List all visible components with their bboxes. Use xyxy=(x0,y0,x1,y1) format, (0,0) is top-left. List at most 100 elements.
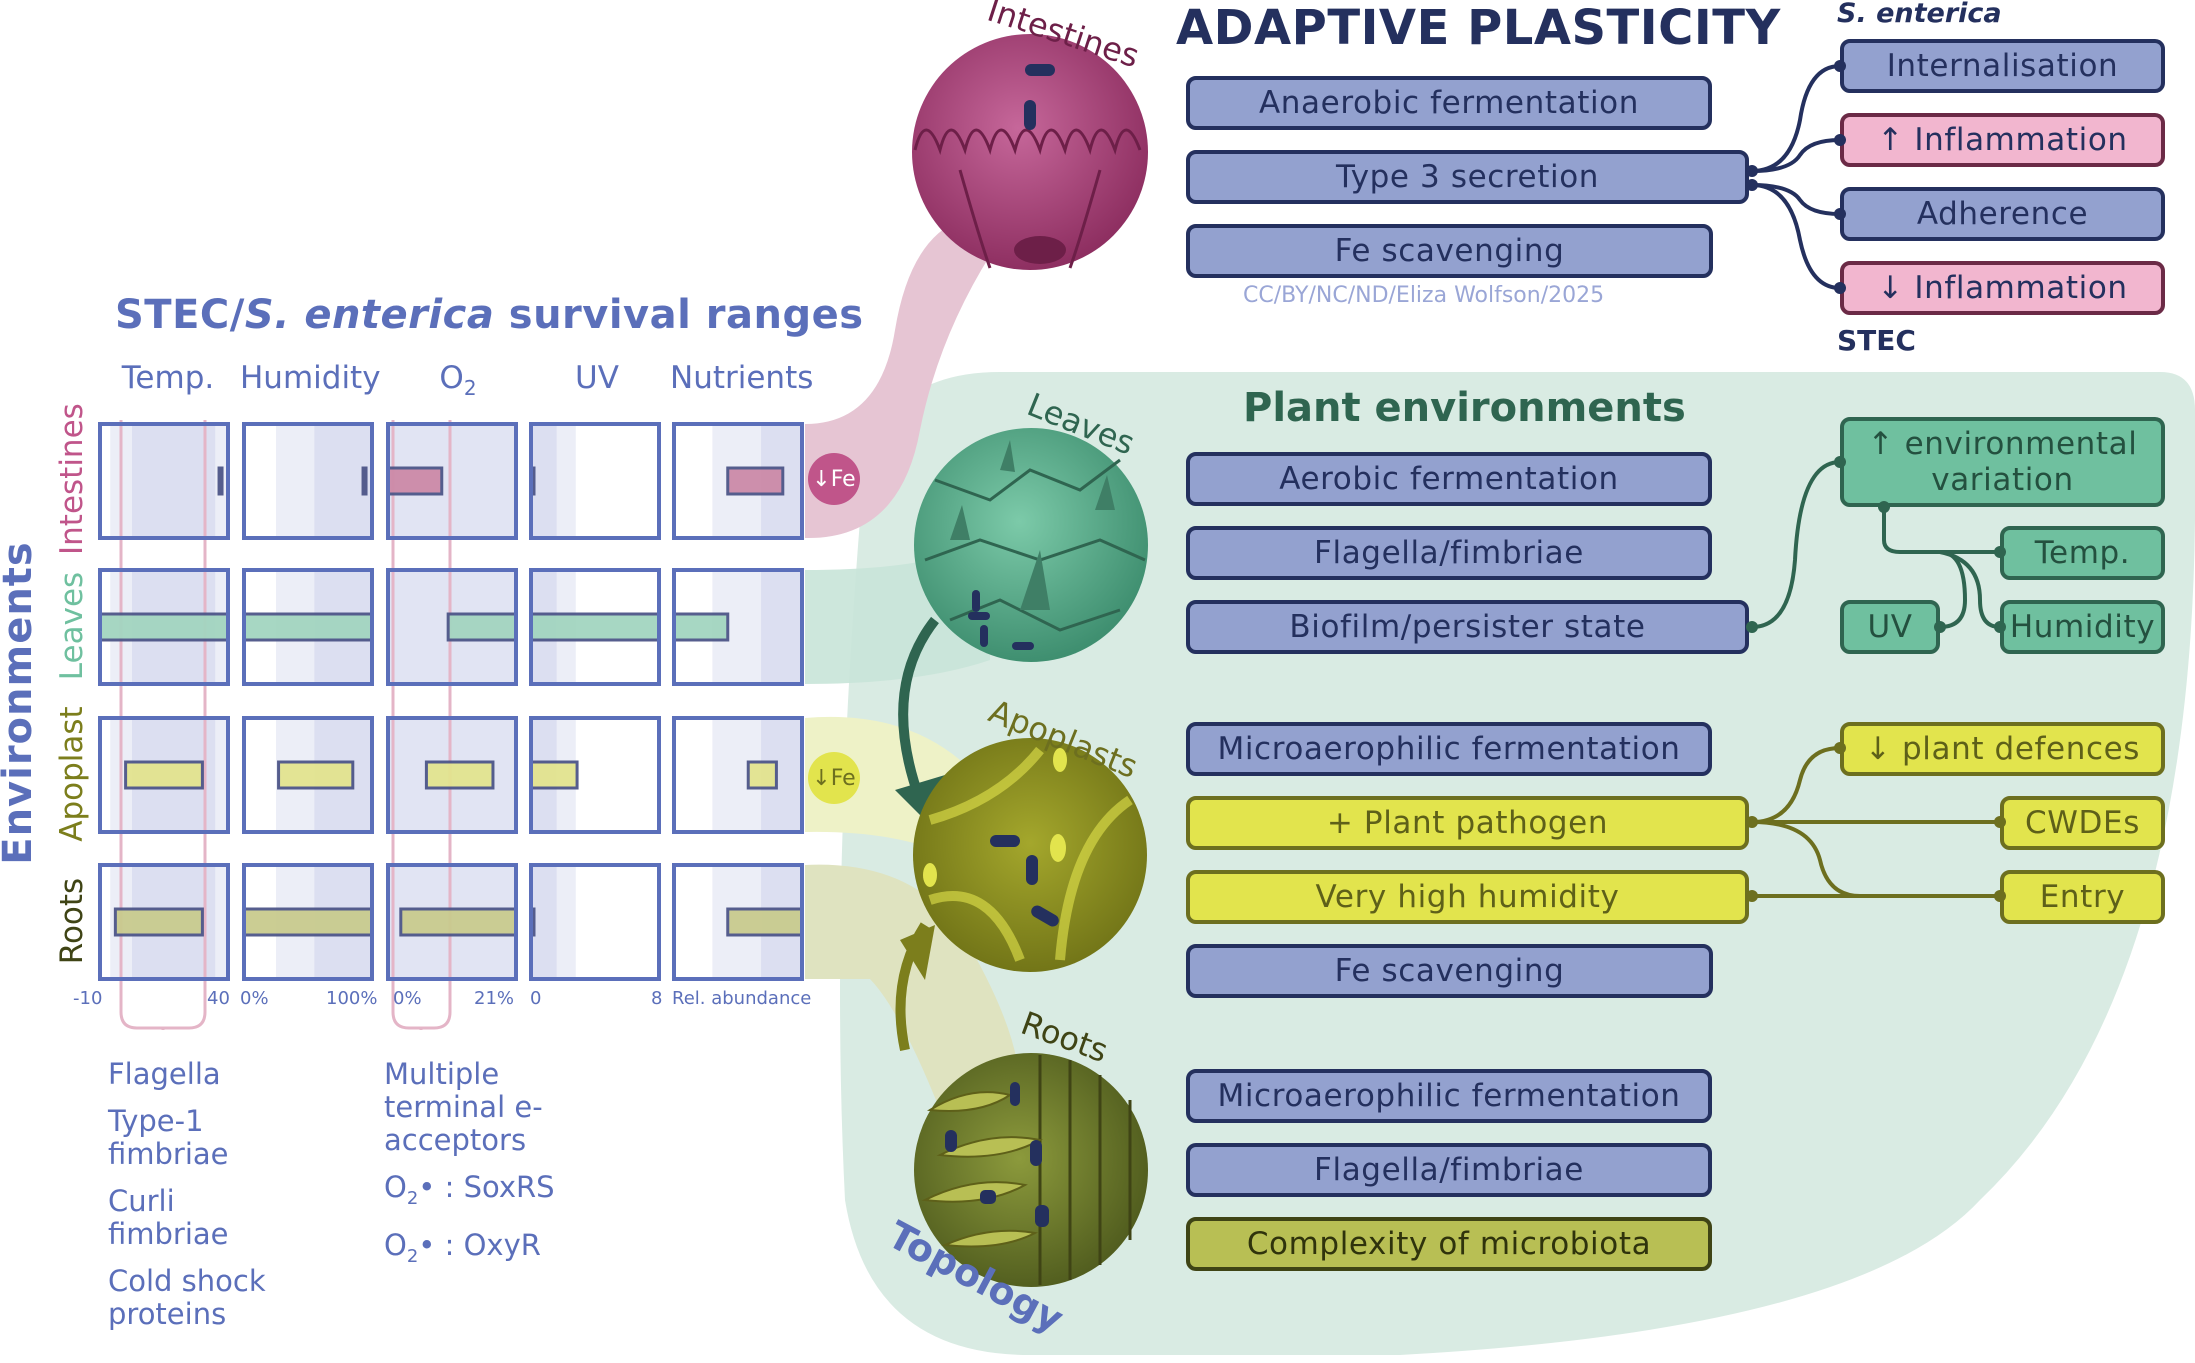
feature-item: Cold shock proteins xyxy=(108,1264,266,1331)
range-bar xyxy=(746,760,778,790)
box-complexity-microbiota: Complexity of microbiota xyxy=(1186,1217,1712,1271)
axis-humidity-max: 100% xyxy=(326,988,378,1009)
grid-cell-border xyxy=(672,422,804,540)
o2-label: O xyxy=(439,360,464,396)
o-text: O xyxy=(384,1227,407,1262)
axis-uv-max: 8 xyxy=(651,988,663,1009)
grid-cell-border xyxy=(242,568,374,686)
grid-cell-border xyxy=(672,716,804,834)
column-header-humidity: Humidity xyxy=(240,360,381,396)
title-italic: S. enterica xyxy=(244,292,495,338)
tolerance-band xyxy=(276,424,372,538)
apoplast-illustration xyxy=(913,738,1147,972)
fe-badge-apoplast: ↓Fe xyxy=(808,752,860,804)
feature-item: Curli fimbriae xyxy=(108,1184,229,1251)
axis-o2-min: 0% xyxy=(393,988,422,1009)
grid-cell-border xyxy=(386,716,518,834)
title-prefix: STEC/ xyxy=(115,292,245,338)
feature-item: Type-1 fimbriae xyxy=(108,1104,229,1171)
feature-item: Flagella xyxy=(108,1057,221,1091)
feature-item: Multiple terminal e-acceptors xyxy=(384,1057,543,1157)
column-header-nutrients: Nutrients xyxy=(670,360,814,396)
arrowhead-up xyxy=(900,925,935,980)
leaves-illustration xyxy=(914,428,1148,662)
box-plant-defences: ↓ plant defences xyxy=(1840,722,2165,776)
grid-cell-border xyxy=(98,716,230,834)
range-bar xyxy=(672,612,730,642)
box-entry: Entry xyxy=(2000,870,2165,924)
column-header-temp: Temp. xyxy=(121,360,215,396)
box-adherence: Adherence xyxy=(1840,187,2165,241)
grid-cell-border xyxy=(98,422,230,540)
tolerance-band xyxy=(761,570,802,684)
roots-ribbon xyxy=(805,864,1020,1110)
box-microaerophilic-fermentation-roots: Microaerophilic fermentation xyxy=(1186,1069,1712,1123)
box-env-humidity: Humidity xyxy=(2000,600,2165,654)
range-bar xyxy=(124,760,204,790)
o-sub: 2 xyxy=(406,1187,419,1209)
box-inflammation-up: ↑ Inflammation xyxy=(1840,113,2165,167)
o2-subscript: 2 xyxy=(463,376,477,401)
axis-o2-max: 21% xyxy=(474,988,515,1009)
survival-ranges-title: STEC/S. enterica survival ranges xyxy=(115,292,864,338)
grid-cell-border xyxy=(242,716,374,834)
box-internalisation: Internalisation xyxy=(1840,39,2165,93)
range-bar xyxy=(277,760,355,790)
soxrs-text: • : SoxRS xyxy=(418,1170,555,1204)
grid-cell-bg xyxy=(531,865,659,979)
intestines-ribbon xyxy=(805,220,1000,539)
grid-cell-border xyxy=(386,422,518,540)
box-flagella-fimbriae-roots: Flagella/fimbriae xyxy=(1186,1143,1712,1197)
axis-nutrients-label: Rel. abundance xyxy=(672,988,812,1009)
box-biofilm-persister: Biofilm/persister state xyxy=(1186,600,1749,654)
range-bar xyxy=(726,466,785,496)
roots-illustration xyxy=(914,1053,1148,1287)
column-header-o2: O2 xyxy=(388,360,528,400)
grid-cell-border xyxy=(529,863,661,981)
axis-uv-min: 0 xyxy=(530,988,542,1009)
column-header-uv: UV xyxy=(575,360,619,396)
range-bar xyxy=(424,760,495,790)
title-suffix: survival ranges xyxy=(494,292,864,338)
box-type-3-secretion: Type 3 secretion xyxy=(1186,150,1749,204)
grid-cell-border xyxy=(386,863,518,981)
credit-text: CC/BY/NC/ND/Eliza Wolfson/2025 xyxy=(1243,283,1605,308)
survival-grid xyxy=(98,420,804,1030)
grid-cell-border xyxy=(672,863,804,981)
grid-cell-border xyxy=(242,422,374,540)
box-inflammation-down: ↓ Inflammation xyxy=(1840,261,2165,315)
box-env-temp: Temp. xyxy=(2000,526,2165,580)
box-plant-pathogen: + Plant pathogen xyxy=(1186,796,1749,850)
grid-cell-bg xyxy=(531,424,659,538)
tolerance-band xyxy=(132,424,216,538)
box-microaerophilic-fermentation-apoplast: Microaerophilic fermentation xyxy=(1186,722,1712,776)
grid-cell-border xyxy=(98,568,230,686)
box-very-high-humidity: Very high humidity xyxy=(1186,870,1749,924)
grid-cell-border xyxy=(386,568,518,686)
range-bar xyxy=(98,612,230,642)
axis-humidity-min: 0% xyxy=(240,988,269,1009)
box-flagella-fimbriae-leaves: Flagella/fimbriae xyxy=(1186,526,1712,580)
fe-badge-intestines: ↓Fe xyxy=(808,453,860,505)
grid-cell-border xyxy=(242,863,374,981)
adaptive-plasticity-title: ADAPTIVE PLASTICITY xyxy=(1176,0,1781,56)
axis-temp-max: 40 xyxy=(207,988,230,1009)
box-anaerobic-fermentation: Anaerobic fermentation xyxy=(1186,76,1712,130)
grid-cell-border xyxy=(98,863,230,981)
grid-cell-bg xyxy=(674,718,802,832)
o-sub: 2 xyxy=(406,1245,419,1267)
feature-item: O2• : OxyR xyxy=(384,1227,584,1273)
grid-cell-border xyxy=(529,568,661,686)
box-aerobic-fermentation: Aerobic fermentation xyxy=(1186,452,1712,506)
box-env-uv: UV xyxy=(1840,600,1940,654)
grid-cell-border xyxy=(672,568,804,686)
range-bar xyxy=(217,466,224,496)
range-bar xyxy=(529,760,579,790)
intestines-illustration xyxy=(912,34,1148,270)
leaves-to-apoplast-arrow xyxy=(898,616,939,802)
box-environmental-variation: ↑ environmental variation xyxy=(1840,417,2165,507)
tolerance-band xyxy=(110,424,228,538)
temp-features-list: Flagella Type-1 fimbriae Curli fimbriae … xyxy=(108,1058,308,1345)
box-cwdes: CWDEs xyxy=(2000,796,2165,850)
